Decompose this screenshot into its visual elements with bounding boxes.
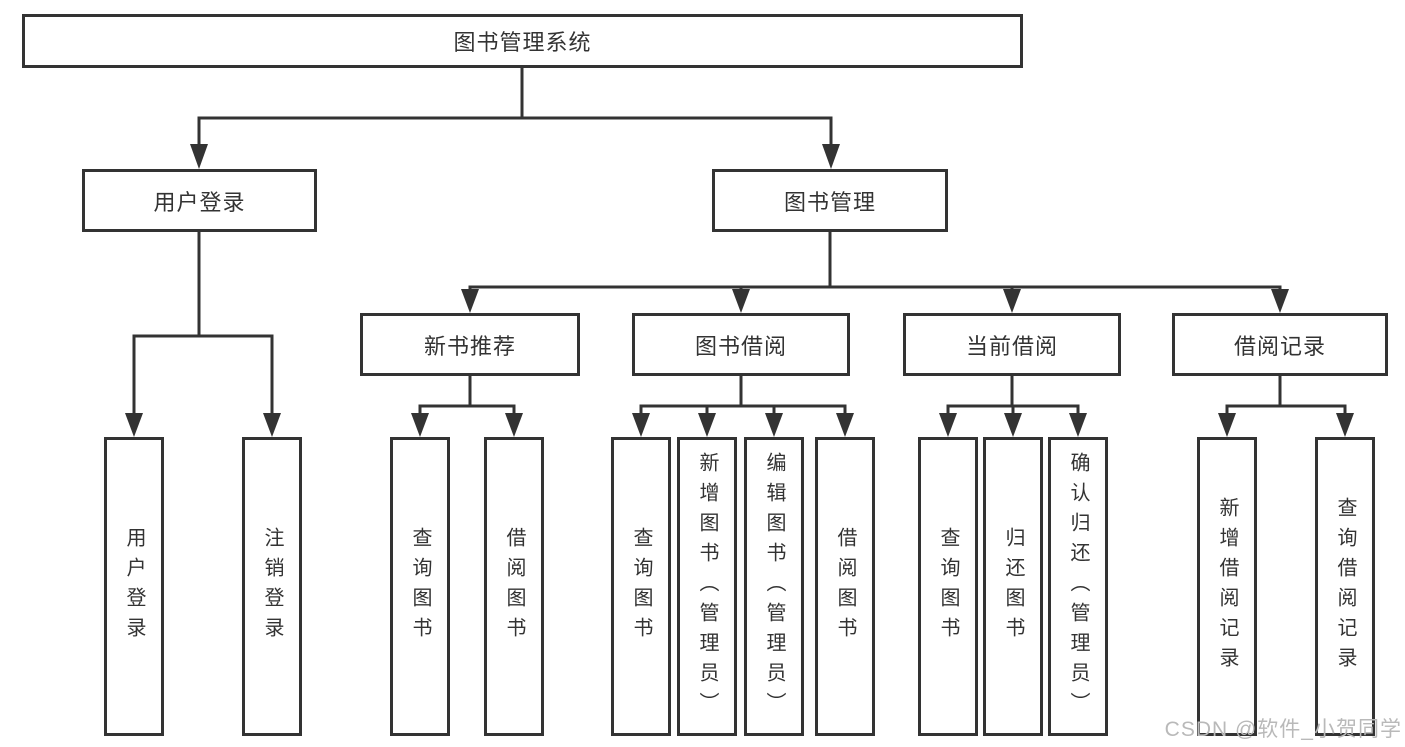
leaf-user-login: 用户登录 [104,437,164,736]
leaf-borrow-books-recommend: 借阅图书 [484,437,544,736]
node-book-management: 图书管理 [712,169,948,232]
leaf-return-books-label: 归还图书 [1002,526,1024,647]
leaf-logout-label: 注销登录 [261,526,283,647]
node-book-borrow-label: 图书借阅 [694,333,787,359]
node-borrow-records-label: 借阅记录 [1233,333,1326,359]
arrowheads [125,144,1354,437]
leaf-borrow-books-recommend-label: 借阅图书 [503,526,525,647]
leaf-query-borrow-record: 查询借阅记录 [1315,437,1375,736]
node-current-borrow-label: 当前借阅 [965,333,1058,359]
node-root-label: 图书管理系统 [453,30,592,55]
node-new-book-recommend: 新书推荐 [360,313,580,376]
node-user-login: 用户登录 [82,169,317,232]
leaf-edit-books-admin-label: 编辑图书（管理员） [763,451,785,722]
node-root-system: 图书管理系统 [22,14,1023,68]
leaf-confirm-return-admin-label: 确认归还（管理员） [1067,451,1089,722]
leaf-add-books-admin: 新增图书（管理员） [677,437,737,736]
leaf-query-borrow-record-label: 查询借阅记录 [1334,496,1356,677]
leaf-add-borrow-record-label: 新增借阅记录 [1216,496,1238,677]
leaf-return-books: 归还图书 [983,437,1043,736]
leaf-edit-books-admin: 编辑图书（管理员） [744,437,804,736]
leaf-borrow-books: 借阅图书 [815,437,875,736]
leaf-query-books-borrow: 查询图书 [611,437,671,736]
leaf-query-books-current: 查询图书 [918,437,978,736]
leaf-query-books-recommend: 查询图书 [390,437,450,736]
leaf-add-books-admin-label: 新增图书（管理员） [696,451,718,722]
leaf-logout: 注销登录 [242,437,302,736]
leaf-query-books-borrow-label: 查询图书 [630,526,652,647]
csdn-watermark: CSDN @软件_小贺同学 [1164,718,1402,741]
node-borrow-records: 借阅记录 [1172,313,1388,376]
leaf-add-borrow-record: 新增借阅记录 [1197,437,1257,736]
leaf-query-books-current-label: 查询图书 [937,526,959,647]
node-book-borrow: 图书借阅 [632,313,850,376]
leaf-borrow-books-label: 借阅图书 [834,526,856,647]
leaf-user-login-label: 用户登录 [123,526,145,647]
node-book-management-label: 图书管理 [783,189,876,215]
leaf-query-books-recommend-label: 查询图书 [409,526,431,647]
node-new-book-recommend-label: 新书推荐 [423,333,516,359]
node-current-borrow: 当前借阅 [903,313,1121,376]
leaf-confirm-return-admin: 确认归还（管理员） [1048,437,1108,736]
node-user-login-label: 用户登录 [153,189,246,215]
